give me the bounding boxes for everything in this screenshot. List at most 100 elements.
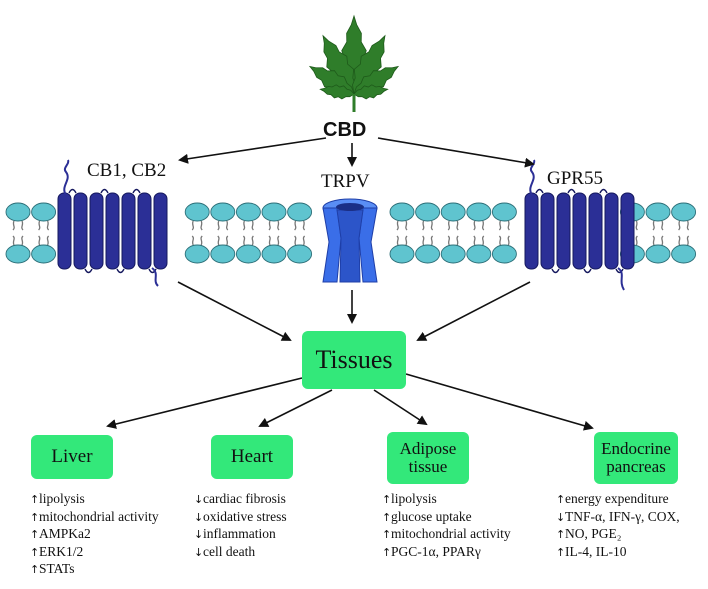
transmembrane-helix bbox=[89, 192, 104, 270]
lipid-head bbox=[210, 202, 236, 222]
helix-loop bbox=[132, 188, 141, 194]
lipid-tail bbox=[12, 235, 15, 246]
lipid-tail bbox=[686, 235, 690, 246]
transmembrane-helix bbox=[57, 192, 72, 270]
lipid-tail bbox=[507, 235, 510, 246]
arrow-up-icon: ↑ bbox=[30, 493, 40, 506]
lipid-head bbox=[389, 202, 415, 222]
lipid-tail bbox=[268, 235, 271, 246]
receptor-label-cb1-cb2: CB1, CB2 bbox=[87, 160, 167, 181]
lipid-tail bbox=[678, 235, 681, 246]
helix-loop bbox=[116, 268, 125, 274]
arrow-up-icon: ↑ bbox=[556, 493, 566, 506]
arrow-up-icon: ↑ bbox=[30, 510, 40, 524]
tissue-label-heart: Heart bbox=[230, 446, 274, 468]
lipid-tail bbox=[635, 220, 638, 231]
arrow-cb-to-tissues bbox=[177, 281, 292, 341]
cbd-label: CBD bbox=[323, 119, 367, 141]
lipid-head bbox=[440, 202, 466, 222]
lipid-tail bbox=[635, 235, 638, 246]
arrow-tissues-to-pancreas bbox=[405, 373, 594, 431]
arrow-up-icon: ↑ bbox=[382, 493, 392, 506]
lipid-tail bbox=[200, 235, 203, 246]
lipid-tail bbox=[21, 235, 24, 246]
list-item: ↓cell death bbox=[194, 544, 287, 562]
tissues-hub-box: Tissues bbox=[302, 331, 406, 389]
transmembrane-helix bbox=[105, 192, 120, 270]
lipid-tail bbox=[456, 235, 459, 246]
lipid-head bbox=[415, 202, 441, 222]
helix-loop bbox=[535, 188, 544, 194]
lipid-tail bbox=[482, 235, 485, 246]
arrow-up-icon: ↑ bbox=[30, 563, 40, 577]
transmembrane-helix bbox=[620, 192, 635, 270]
list-item: ↑energy expenditure bbox=[556, 491, 680, 509]
transmembrane-helix bbox=[540, 192, 555, 270]
lipid-tail bbox=[396, 220, 399, 231]
lipid-tail bbox=[405, 235, 408, 246]
lipid-tail bbox=[46, 220, 50, 231]
lipid-tail bbox=[277, 220, 280, 231]
tissue-box-adipose: Adipose tissue bbox=[387, 432, 469, 484]
lipid-head bbox=[184, 202, 210, 222]
receptor-c-terminus bbox=[151, 267, 159, 287]
receptor-c-terminus bbox=[617, 267, 625, 291]
list-item: ↑STATs bbox=[30, 561, 159, 579]
list-item: ↑PGC-1α, PPARγ bbox=[382, 544, 511, 562]
helix-loop bbox=[567, 188, 576, 194]
lipid-head bbox=[261, 244, 287, 264]
list-item: ↓TNF-α, IFN-γ, COX, bbox=[556, 509, 680, 527]
lipid-tail bbox=[473, 220, 476, 231]
cannabis-leaf-icon bbox=[308, 14, 400, 112]
helix-loop bbox=[551, 268, 560, 274]
tissues-hub-label: Tissues bbox=[315, 345, 393, 375]
lipid-head bbox=[261, 202, 287, 222]
lipid-tail bbox=[268, 220, 271, 231]
helix-loop bbox=[599, 188, 608, 194]
list-item: ↑lipolysis bbox=[382, 491, 511, 509]
lipid-head bbox=[645, 244, 671, 264]
leaflet-icon bbox=[353, 84, 389, 100]
arrow-cbd-to-cb bbox=[178, 137, 327, 164]
lipid-head bbox=[466, 202, 492, 222]
lipid-tail bbox=[217, 220, 220, 231]
receptor-n-terminus bbox=[63, 159, 70, 196]
lipid-tail bbox=[21, 220, 24, 231]
lipid-tail bbox=[652, 220, 655, 231]
lipid-head bbox=[287, 202, 313, 222]
lipid-head bbox=[491, 244, 517, 264]
gpr55-receptor-icon bbox=[524, 159, 635, 291]
lipid-head bbox=[184, 244, 210, 264]
helix-loop bbox=[100, 188, 109, 194]
list-item: ↑NO, PGE₂ bbox=[556, 526, 680, 544]
lipid-tail bbox=[46, 235, 50, 246]
tissue-label-adipose-line1: Adipose bbox=[399, 439, 457, 459]
lipid-tail bbox=[302, 235, 306, 246]
lipid-head bbox=[287, 244, 313, 264]
list-item: ↓cardiac fibrosis bbox=[194, 491, 287, 509]
lipid-tail bbox=[294, 220, 297, 231]
lipid-head bbox=[466, 244, 492, 264]
list-item: ↑mitochondrial activity bbox=[382, 526, 511, 544]
lipid-head bbox=[235, 202, 261, 222]
helix-loop bbox=[615, 268, 624, 274]
arrow-down-icon: ↓ bbox=[556, 510, 566, 524]
lipid-head bbox=[5, 202, 31, 222]
lipid-tail bbox=[430, 220, 434, 231]
lipid-tail bbox=[405, 220, 408, 231]
lipid-tail bbox=[482, 220, 485, 231]
lipid-tail bbox=[242, 220, 246, 231]
arrow-down-icon: ↓ bbox=[194, 545, 204, 559]
list-item: ↓inflammation bbox=[194, 526, 287, 544]
list-item: ↑glucose uptake bbox=[382, 509, 511, 527]
arrow-gpr55-to-tissues bbox=[416, 281, 531, 341]
arrow-up-icon: ↑ bbox=[382, 528, 392, 542]
lipid-tail bbox=[447, 235, 450, 246]
lipid-tail bbox=[242, 235, 246, 246]
lipid-tail bbox=[430, 235, 434, 246]
list-item: ↑mitochondrial activity bbox=[30, 509, 159, 527]
lipid-tail bbox=[226, 220, 229, 231]
tissue-box-heart: Heart bbox=[211, 435, 293, 479]
list-item: ↑ERK1/2 bbox=[30, 544, 159, 562]
